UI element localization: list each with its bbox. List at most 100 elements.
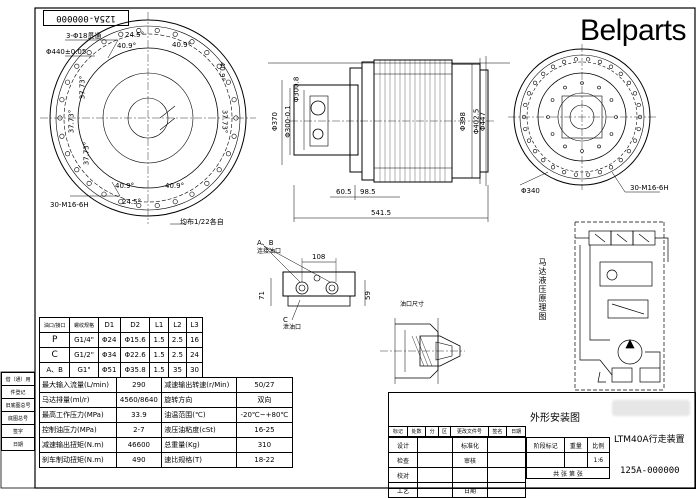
front-angle-3: 40.9°	[172, 41, 192, 49]
sheet-info-cell: 共 张 第 张	[526, 467, 610, 479]
bolt-hole	[65, 79, 71, 85]
port-cell: Φ35.8	[119, 362, 151, 378]
front-angle-1: 24.5°	[125, 31, 145, 39]
bolt-hole	[597, 170, 603, 175]
bolt-hole	[618, 158, 623, 163]
rear-view	[508, 44, 660, 193]
bolt-hole	[74, 63, 80, 69]
bolt-hole	[189, 191, 195, 197]
bolt-hole	[101, 191, 107, 197]
table-row: 刹车制动扭矩(N.m) 490 速比规格(T) 18-22	[39, 452, 294, 468]
front-angle-6: 37.73°	[67, 109, 76, 134]
side-dim-447: Φ447	[478, 112, 487, 131]
spec-cell: 490	[115, 452, 163, 468]
bolt-hole	[636, 102, 641, 108]
port-cell: P	[38, 332, 71, 348]
bolt-hole	[546, 115, 550, 119]
front-view	[40, 12, 256, 225]
sign-cell: 标准化	[452, 437, 488, 453]
rev-cell: 标记	[388, 426, 408, 437]
bolt-hole	[118, 31, 124, 37]
front-angle-11: 24.5°	[122, 198, 142, 206]
bolt-hole	[523, 126, 528, 132]
rev-cell: 处数	[406, 426, 427, 437]
bolt-hole	[550, 98, 555, 102]
bolt-hole	[618, 71, 623, 76]
spec-cell: 4560/8640	[115, 392, 163, 408]
spec-cell: -20℃~+80℃	[235, 407, 294, 423]
rear-pcd: Φ340	[521, 187, 540, 195]
port-th-4: L1	[149, 317, 169, 333]
spec-cell: 油温范围(℃)	[161, 407, 237, 423]
drawing-frame	[34, 7, 696, 489]
front-angle-8: 37.73°	[82, 141, 91, 166]
bolt-hole	[632, 138, 638, 143]
spec-cell: 减速输出转速(r/Min)	[161, 377, 237, 393]
bolt-hole	[626, 148, 632, 154]
spec-cell: 液压油粘度(cSt)	[161, 422, 237, 438]
sign-cell: 设计	[388, 437, 418, 453]
port-th-5: L2	[167, 317, 188, 333]
bolt-hole	[118, 199, 124, 205]
spec-cell: 总重量(Kg)	[161, 437, 237, 453]
bolt-hole	[86, 50, 92, 56]
port-cell: G1"	[69, 362, 99, 378]
brand-watermark: Belparts	[579, 14, 687, 47]
rev-cell: 区	[437, 426, 452, 437]
port-cell: C	[38, 347, 71, 363]
bolt-hole	[225, 79, 231, 85]
bolt-hole	[626, 80, 632, 86]
port-ab-sub: 连接油口	[257, 248, 282, 255]
bolt-hole	[216, 63, 222, 69]
bolt-hole	[541, 71, 546, 76]
port-th-1: 螺纹规格	[69, 317, 99, 333]
table-row: A、B G1" Φ51 Φ35.8 1.5 35 30	[38, 362, 203, 378]
bolt-hole	[136, 203, 142, 209]
port-cell: A、B	[38, 362, 71, 378]
bolt-hole	[632, 91, 638, 96]
sign-cell: 检查	[388, 452, 418, 468]
front-angle-2: 40.9°	[117, 42, 137, 50]
port-ab-label: A、B	[257, 239, 274, 247]
bolt-hole	[573, 172, 579, 177]
stamp-cell: 借（通）用	[1, 372, 35, 386]
bolt-hole	[597, 144, 601, 149]
side-dim-60: 60.5	[336, 188, 352, 196]
port-th-6: L3	[186, 317, 203, 333]
bolt-hole	[609, 132, 614, 136]
table-row: P G1/4" Φ24 Φ15.6 1.5 2.5 16	[38, 332, 203, 348]
spec-cell: 50/27	[235, 377, 294, 393]
spec-cell: 旋转方向	[161, 392, 237, 408]
port-cell: Φ51	[97, 362, 121, 378]
spec-cell: 2-7	[115, 422, 163, 438]
port-spec-table: 油口/接口 螺纹规格 D1 D2 L1 L2 L3 P G1/4" Φ24 Φ1…	[38, 317, 203, 378]
bolt-hole	[216, 167, 222, 173]
port-cell: 16	[186, 332, 203, 348]
port-cell: 2.5	[167, 332, 188, 348]
bolt-hole	[136, 27, 142, 33]
stamp-cell: 底图总号	[1, 411, 35, 425]
front-angle-10: 40.9°	[165, 182, 185, 190]
table-row: C G1/2" Φ34 Φ22.6 1.5 2.5 24	[38, 347, 203, 363]
bolt-hole	[532, 80, 538, 86]
port-cell: Φ24	[97, 332, 121, 348]
bolt-hole	[86, 180, 92, 186]
bolt-hole	[74, 167, 80, 173]
bolt-hole	[204, 180, 210, 186]
title-revision-table: 标记 处数 分 区 更改文件号 签名 日期	[388, 426, 526, 437]
spec-cell: 控制油压力(MPa)	[39, 422, 117, 438]
rev-cell: 签名	[487, 426, 508, 437]
rear-thread-note: 30-M16-6H	[630, 184, 669, 192]
front-pcd-dim: Φ440±0.05	[46, 48, 87, 56]
port-c-label: C	[283, 316, 288, 324]
port-cell: 1.5	[149, 347, 169, 363]
side-dim-98: 98.5	[360, 188, 376, 196]
title-view-name: 外形安装图	[530, 413, 580, 424]
port-th-2: D1	[97, 317, 121, 333]
spec-cell: 310	[235, 437, 294, 453]
port-cell: 1.5	[149, 332, 169, 348]
bolt-hole	[609, 98, 614, 102]
table-row: 最高工作压力(MPa) 33.9 油温范围(℃) -20℃~+80℃	[39, 407, 294, 423]
bolt-hole	[59, 133, 65, 139]
